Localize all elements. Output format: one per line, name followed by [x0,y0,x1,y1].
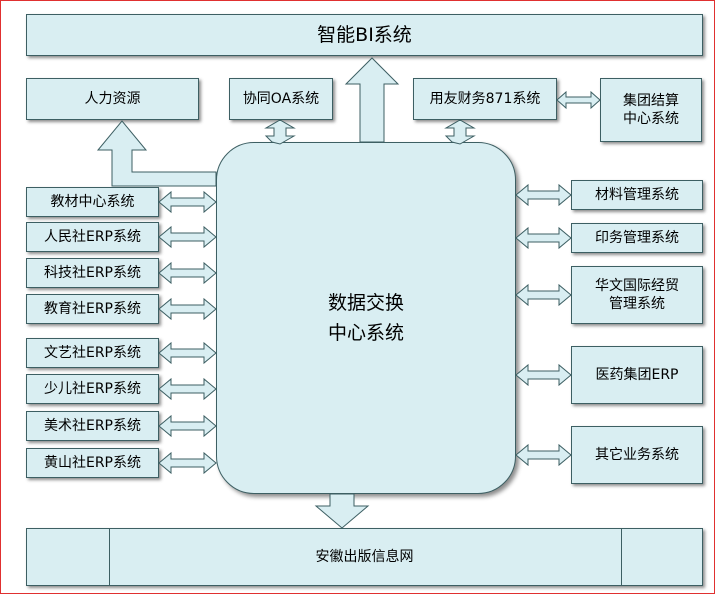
pharma-label: 医药集团ERP [595,367,679,383]
printing-box: 印务管理系统 [571,223,703,253]
left-system-5: 文艺社ERP系统 [26,338,159,368]
left-system-label: 教材中心系统 [50,194,135,210]
trade-line-1: 华文国际经贸 [595,278,679,294]
materials-label: 材料管理系统 [595,187,679,203]
bent-arrow-to-hr [96,120,217,187]
left-system-2: 人民社ERP系统 [26,222,159,252]
finance-label: 用友财务871系统 [429,91,541,107]
double-arrow-trade [515,283,572,307]
trade-box: 华文国际经贸 管理系统 [571,266,703,324]
double-arrow-finance [444,119,476,145]
network-bar-left-divider [109,529,110,585]
settlement-box: 集团结算 中心系统 [600,78,702,142]
left-system-label: 黄山社ERP系统 [43,455,141,471]
printing-label: 印务管理系统 [595,230,679,246]
double-arrow-left-2 [158,225,217,249]
double-arrow-oa [264,119,296,145]
double-arrow-left-4 [158,297,217,321]
down-arrow-to-network [314,493,370,529]
settlement-line-1: 集团结算 [623,93,679,109]
double-arrow-settlement [556,90,601,110]
finance-box: 用友财务871系统 [413,78,557,120]
double-arrow-materials [515,183,572,207]
left-system-label: 美术社ERP系统 [43,418,141,434]
hr-label: 人力资源 [84,91,141,107]
double-arrow-other [515,443,572,467]
double-arrow-printing [515,226,572,250]
trade-line-2: 管理系统 [609,296,665,312]
hub-line-2: 中心系统 [327,322,404,344]
double-arrow-left-5 [158,341,217,365]
double-arrow-pharma [515,363,572,387]
left-system-label: 教育社ERP系统 [43,301,141,317]
left-system-8: 黄山社ERP系统 [26,448,159,478]
left-system-3: 科技社ERP系统 [26,258,159,288]
left-system-label: 少儿社ERP系统 [43,381,141,397]
network-bar-right-divider [621,529,622,585]
hub-line-1: 数据交换 [327,292,404,314]
up-arrow-to-bi [344,57,400,143]
double-arrow-left-1 [158,190,217,214]
bi-system-label: 智能BI系统 [317,24,412,46]
other-systems-box: 其它业务系统 [571,426,703,484]
bi-system-bar: 智能BI系统 [26,14,703,56]
oa-label: 协同OA系统 [242,91,320,107]
network-bar: 安徽出版信息网 [26,528,703,586]
double-arrow-left-8 [158,451,217,475]
pharma-box: 医药集团ERP [571,346,703,404]
network-label: 安徽出版信息网 [315,549,414,565]
left-system-label: 文艺社ERP系统 [43,345,141,361]
left-system-label: 人民社ERP系统 [43,229,141,245]
double-arrow-left-7 [158,414,217,438]
hr-box: 人力资源 [26,78,199,120]
left-system-6: 少儿社ERP系统 [26,374,159,404]
oa-box: 协同OA系统 [229,78,333,120]
data-exchange-hub: 数据交换 中心系统 [216,142,516,494]
double-arrow-left-3 [158,261,217,285]
left-system-1: 教材中心系统 [26,187,159,217]
left-system-7: 美术社ERP系统 [26,411,159,441]
settlement-line-2: 中心系统 [623,111,679,127]
left-system-label: 科技社ERP系统 [43,265,141,281]
other-systems-label: 其它业务系统 [595,447,679,463]
double-arrow-left-6 [158,377,217,401]
materials-box: 材料管理系统 [571,180,703,210]
left-system-4: 教育社ERP系统 [26,294,159,324]
